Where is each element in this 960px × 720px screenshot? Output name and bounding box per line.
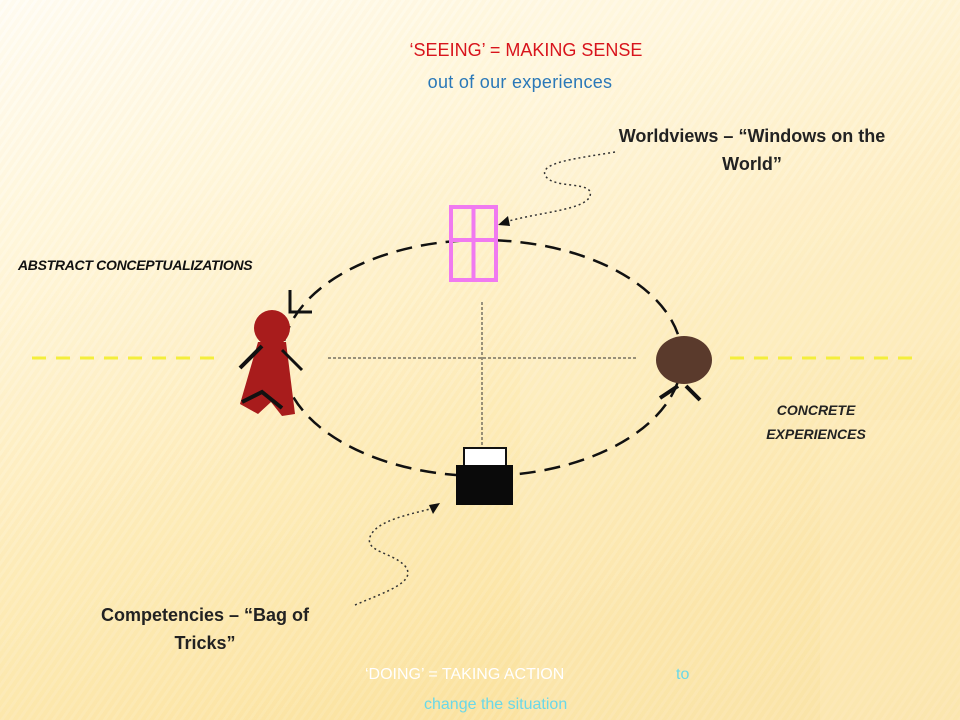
doing-change: change the situation — [424, 696, 568, 713]
cycle-arrowhead — [288, 290, 312, 314]
background-panel — [520, 0, 960, 720]
doing-to: to — [676, 666, 690, 683]
seeing-title: ‘SEEING’ = MAKING SENSE — [409, 40, 643, 60]
concrete-label: CONCRETE EXPERIENCES — [766, 402, 866, 442]
bag-icon — [456, 447, 513, 505]
window-icon — [449, 205, 498, 282]
background-panel — [740, 180, 960, 360]
head-icon — [656, 336, 712, 402]
competencies-arrowhead — [429, 503, 440, 514]
person-icon — [238, 310, 304, 416]
worldviews-arrowhead — [498, 216, 510, 226]
background-panel — [820, 420, 960, 720]
abstract-label: ABSTRACT CONCEPTUALIZATIONS — [18, 257, 253, 273]
competencies-label: Competencies – “Bag of Tricks” — [100, 605, 310, 653]
worldviews-label: Worldviews – “Windows on the World” — [618, 126, 886, 174]
competencies-connector — [354, 507, 435, 606]
seeing-subtitle: out of our experiences — [427, 72, 613, 92]
doing-label: ‘DOING’ = TAKING ACTION — [365, 666, 565, 683]
